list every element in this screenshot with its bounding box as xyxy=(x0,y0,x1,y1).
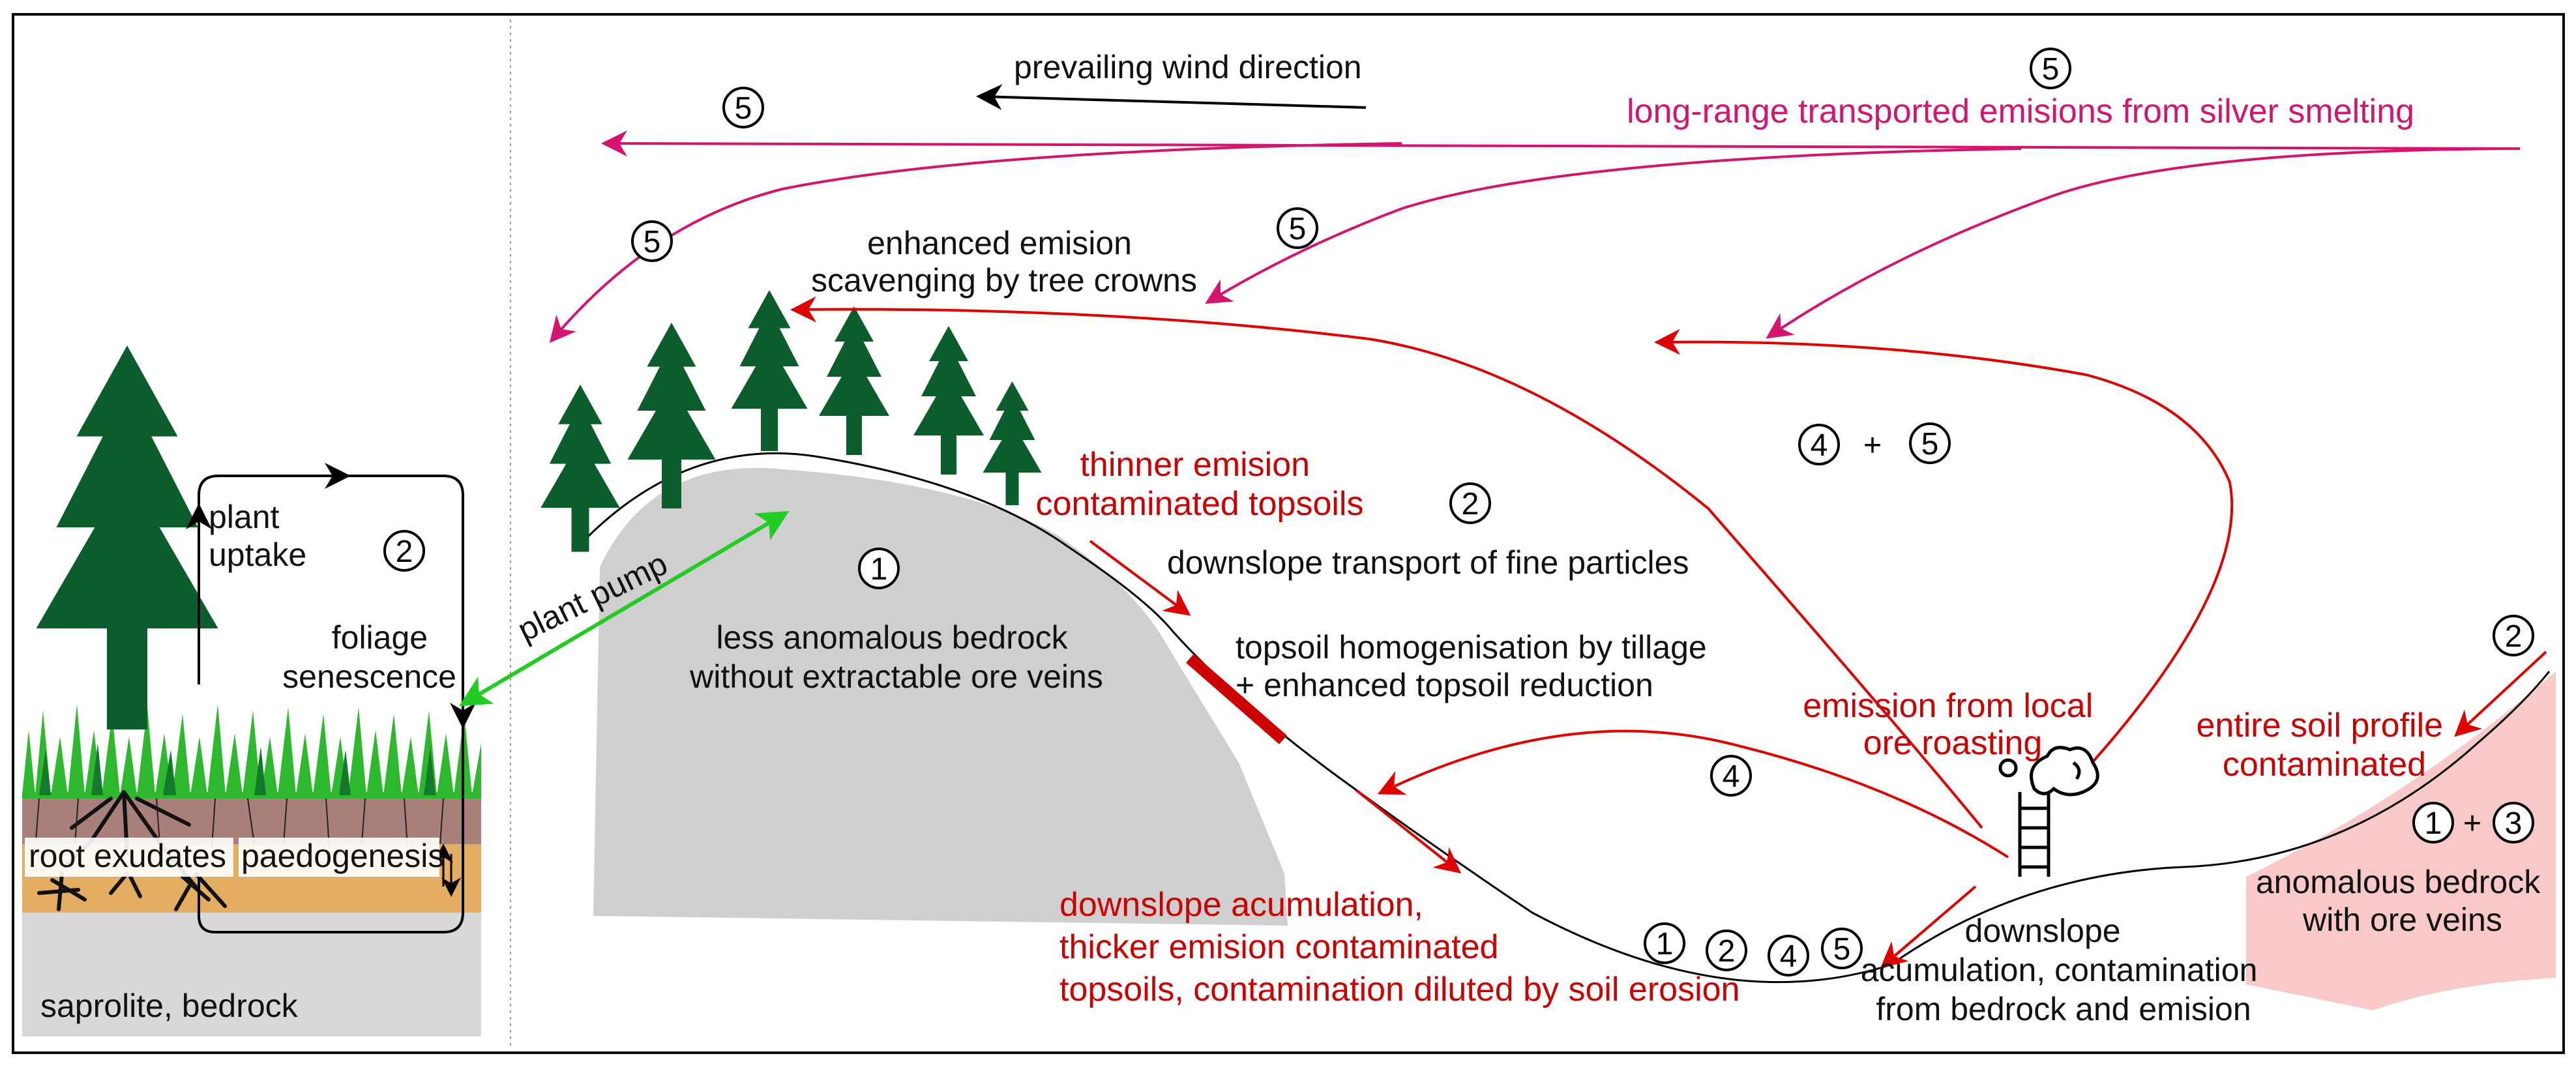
marker-5-top-left-text: 5 xyxy=(735,91,752,126)
thinner-emision-arrow xyxy=(1089,540,1191,616)
marker-5-combo xyxy=(1909,422,1951,464)
large-tree xyxy=(36,345,218,729)
thinner-emision-label: thinner emision contaminated topsoils xyxy=(1036,446,1364,523)
marker-5-combo-text: 5 xyxy=(1921,427,1939,462)
root-exudates-label: root exudates xyxy=(29,838,226,874)
hill-tree xyxy=(819,306,889,455)
marker-3-anomalous xyxy=(2493,802,2534,844)
marker-5-valley xyxy=(1821,928,1863,969)
fine-particles-arrow xyxy=(1355,789,1462,873)
marker-1-valley-text: 1 xyxy=(1656,927,1674,961)
roots xyxy=(37,790,227,911)
terrain-profile xyxy=(579,452,2551,984)
tillage-label: topsoil homogenisation by tillage + enha… xyxy=(1236,629,1716,703)
marker-5-top-left xyxy=(722,87,764,128)
roasting-to-crowns-arrow xyxy=(790,296,1983,829)
long-range-arrows xyxy=(549,130,2521,344)
marker-4-combo xyxy=(1798,424,1840,465)
paedogenesis-label: paedogenesis xyxy=(241,838,444,874)
roasting-plume-arrow xyxy=(1654,329,2234,770)
marker-5-left xyxy=(631,220,673,262)
fine-particles-label: downslope transport of fine particles xyxy=(1167,544,1689,581)
downslope-right-label: downslope acumulation, contamination fro… xyxy=(1861,913,2267,1027)
marker-2-thinner-text: 2 xyxy=(1462,487,1479,521)
marker-2-left-text: 2 xyxy=(396,535,413,569)
anomalous-bedrock xyxy=(2246,671,2556,1010)
crowns-label: enhanced emision scavenging by tree crow… xyxy=(811,225,1197,299)
roasting-label: emission from local ore roasting xyxy=(1803,687,2102,762)
topsoil-layer xyxy=(22,792,481,844)
marker-1-anomalous-text: 1 xyxy=(2425,806,2442,841)
wind-label: prevailing wind direction xyxy=(1014,49,1362,85)
root-exudates-bg xyxy=(25,838,233,877)
less-anomalous-bedrock xyxy=(593,467,1288,926)
marker-2-valley xyxy=(1706,930,1747,971)
marker-5-center xyxy=(1277,207,1318,249)
marker-2-right-text: 2 xyxy=(2505,619,2523,654)
marker-5-left-text: 5 xyxy=(644,225,661,259)
marker-1-anomalous xyxy=(2412,802,2454,844)
marker-3-anomalous-text: 3 xyxy=(2505,806,2523,841)
marker-5-valley-text: 5 xyxy=(1833,932,1851,967)
marker-1-hill-text: 1 xyxy=(870,552,888,587)
left-panel: plant uptake 2 foliage senescence root e… xyxy=(22,345,481,1036)
entire-profile-label: entire soil profile contaminated xyxy=(2196,707,2452,784)
less-anomalous-bedrock-label: less anomalous bedrock without extractab… xyxy=(689,619,1103,695)
saprolite-label: saprolite, bedrock xyxy=(40,988,299,1024)
marker-5-top-right xyxy=(2030,48,2071,89)
hill-tree xyxy=(983,381,1042,505)
marker-4-valley xyxy=(1768,935,1809,976)
hill-tree xyxy=(540,385,620,552)
marker-2-valley-text: 2 xyxy=(1718,934,1736,969)
outer-frame xyxy=(12,13,2565,1054)
foliage-senescence-label: foliage senescence xyxy=(282,619,456,695)
long-range-arrow-main xyxy=(601,130,2521,157)
marker-5-top-right-text: 5 xyxy=(2042,52,2060,87)
plant-uptake-label: plant uptake xyxy=(209,499,306,573)
long-range-arrow-curve-3 xyxy=(1766,147,2521,339)
hill-tree xyxy=(913,326,984,475)
plus-combo-45: + xyxy=(1863,428,1882,463)
marker-4-valley-text: 4 xyxy=(1780,939,1798,974)
grass xyxy=(22,704,481,799)
roasting-downslope-arrow xyxy=(1377,729,2009,858)
fine-roots xyxy=(35,798,444,848)
wind-arrow xyxy=(976,83,1367,110)
hill-tree xyxy=(731,290,808,451)
plant-pump-arrow xyxy=(459,510,790,707)
long-range-arrow-curve-2 xyxy=(1205,147,2022,304)
marker-4-roasting-text: 4 xyxy=(1723,759,1740,794)
marker-2-left xyxy=(383,530,425,572)
marker-4-roasting xyxy=(1710,755,1752,797)
long-range-label: long-range transported emisions from sil… xyxy=(1627,93,2414,130)
anomalous-bedrock-label: anomalous bedrock with ore veins xyxy=(2256,864,2549,938)
valley-arrow xyxy=(1880,885,1977,969)
downslope-accumulation-label: downslope acumulation, thicker emision c… xyxy=(1059,886,1740,1008)
roasting-furnace-icon xyxy=(1998,746,2099,877)
marker-4-combo-text: 4 xyxy=(1811,428,1828,463)
entire-profile-arrow xyxy=(2454,651,2547,737)
paedogenesis-bg xyxy=(239,838,439,877)
marker-1-valley xyxy=(1644,922,1685,964)
tilled-topsoil-strip xyxy=(1186,654,1287,744)
plus-anomalous: + xyxy=(2463,806,2481,841)
marker-2-thinner xyxy=(1449,482,1491,524)
marker-5-center-text: 5 xyxy=(1289,212,1307,246)
marker-2-right xyxy=(2493,615,2534,656)
emission-arrows xyxy=(790,296,2547,969)
marker-1-hill xyxy=(858,548,900,589)
long-range-arrow-curve-1 xyxy=(549,142,1402,344)
markers-right: 5 5 5 5 1 2 4 + 5 4 1 2 4 5 2 1 + 3 xyxy=(631,48,2534,976)
